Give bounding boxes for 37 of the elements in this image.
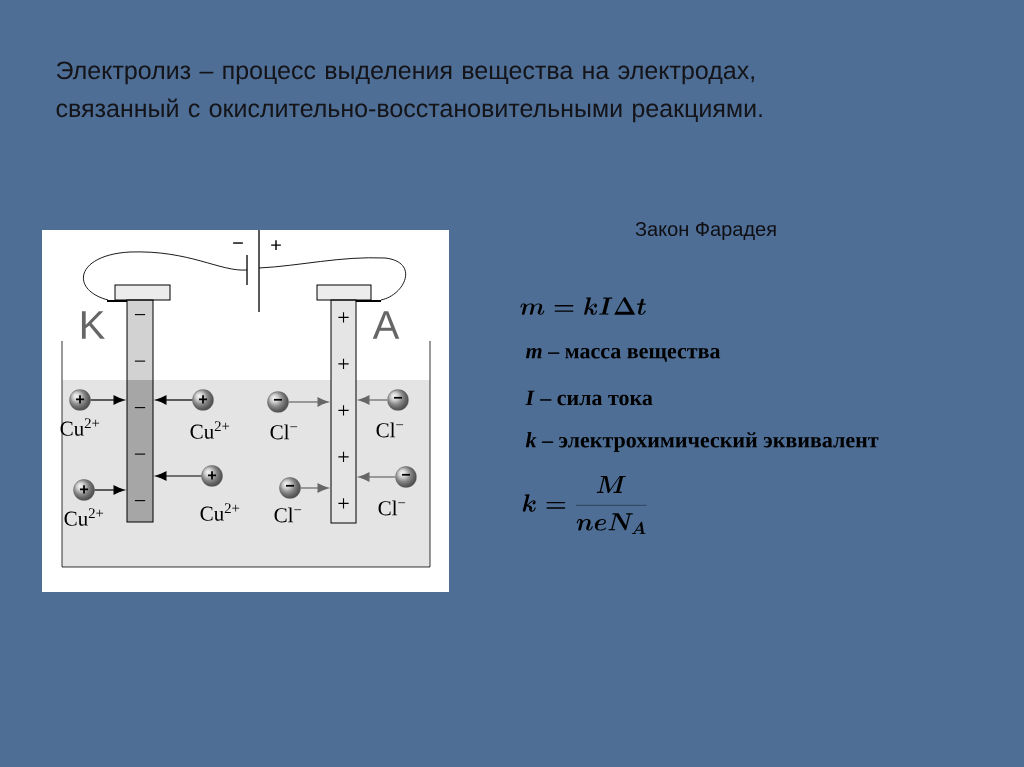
formula-legend: m – масса вещества (525, 347, 721, 363)
battery-sign: − (233, 242, 243, 244)
ion-ball: − (395, 466, 417, 488)
formula: $m = kI\Delta t$ (520, 297, 646, 315)
formula: $k = \frac{M}{neN_A}$ (522, 475, 647, 535)
arrow (358, 472, 396, 482)
ion-ball: + (73, 479, 95, 501)
arrow (358, 395, 388, 405)
arrow (94, 485, 125, 495)
battery-sign: + (271, 240, 281, 250)
ion-ball: − (267, 391, 289, 413)
ion-label: Cl$^{−}$ (378, 500, 406, 516)
anode-letter: A (372, 311, 400, 339)
arrow (155, 471, 202, 481)
arrow (300, 483, 329, 493)
ion-ball: + (201, 465, 223, 487)
ion-label: Cl$^{−}$ (376, 422, 404, 438)
ion-label: Cu$^{2+}$ (200, 503, 240, 521)
ion-ball: + (69, 389, 91, 411)
heading: Закон Фарадея (635, 221, 776, 241)
arrow (90, 395, 125, 405)
cathode-electrode: − − − − − (126, 299, 154, 523)
cathode-letter: K (81, 311, 105, 339)
formula-legend: I – сила тока (525, 390, 653, 406)
ion-label: Cu$^{2+}$ (64, 508, 104, 526)
title: Электролиз – процесс выделения вещества на электродах, связанный с окислительно-восстановительными реакциями. (56, 61, 762, 123)
arrow (288, 397, 329, 407)
ion-label: Cl$^{−}$ (270, 424, 298, 440)
formula-legend: k – электрохимический эквивалент (525, 432, 879, 452)
ion-ball: − (279, 477, 301, 499)
ion-ball: + (192, 389, 214, 411)
ion-label: Cu$^{2+}$ (190, 421, 230, 439)
ion-label: Cu$^{2+}$ (60, 418, 100, 436)
ion-label: Cl$^{−}$ (274, 507, 302, 523)
arrow (155, 395, 193, 405)
anode-electrode: + + + + + (330, 299, 357, 524)
ion-ball: − (387, 389, 409, 411)
